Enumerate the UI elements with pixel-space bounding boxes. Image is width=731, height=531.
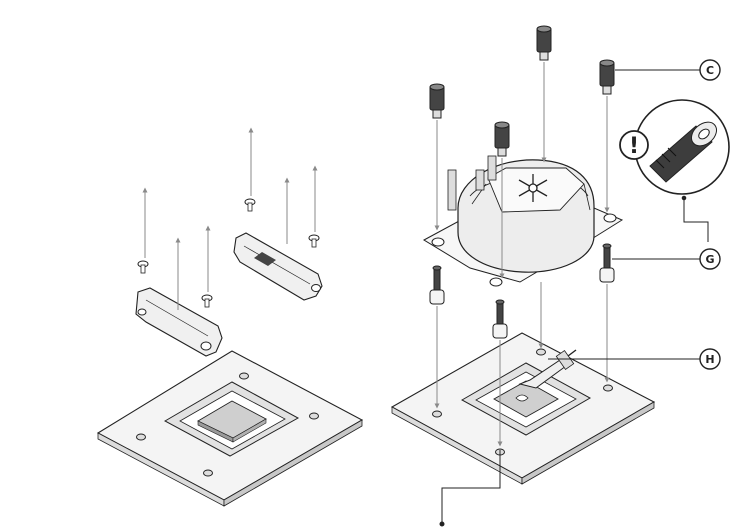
snowflake-icon [518, 174, 548, 202]
thermal-paste-syringe-icon [518, 349, 577, 389]
left-removal-arrows [142, 127, 318, 310]
left-bracket-back [233, 232, 323, 301]
callout-c: C [699, 59, 721, 81]
pump-fittings [447, 155, 497, 211]
left-standoffs [136, 372, 319, 477]
standoff-posts [429, 243, 615, 339]
left-bracket-front [135, 287, 223, 357]
callout-c-label: C [706, 64, 714, 77]
warning-icon: ! [619, 130, 649, 160]
warning-symbol: ! [629, 134, 639, 159]
right-assembly-arrows [434, 62, 610, 447]
left-bracket-screws [137, 198, 320, 308]
pump-head [457, 159, 595, 273]
callout-g: G [699, 248, 721, 270]
callout-h: H [699, 348, 721, 370]
callout-h-label: H [705, 353, 714, 366]
pump-thumbscrews [429, 25, 615, 157]
left-cpu-socket [163, 381, 300, 457]
screw-detail-zoom [634, 99, 730, 195]
leader-lines [439, 69, 709, 527]
right-standoffs [432, 348, 613, 456]
right-cpu-socket [460, 362, 592, 436]
callout-g-label: G [705, 253, 714, 266]
